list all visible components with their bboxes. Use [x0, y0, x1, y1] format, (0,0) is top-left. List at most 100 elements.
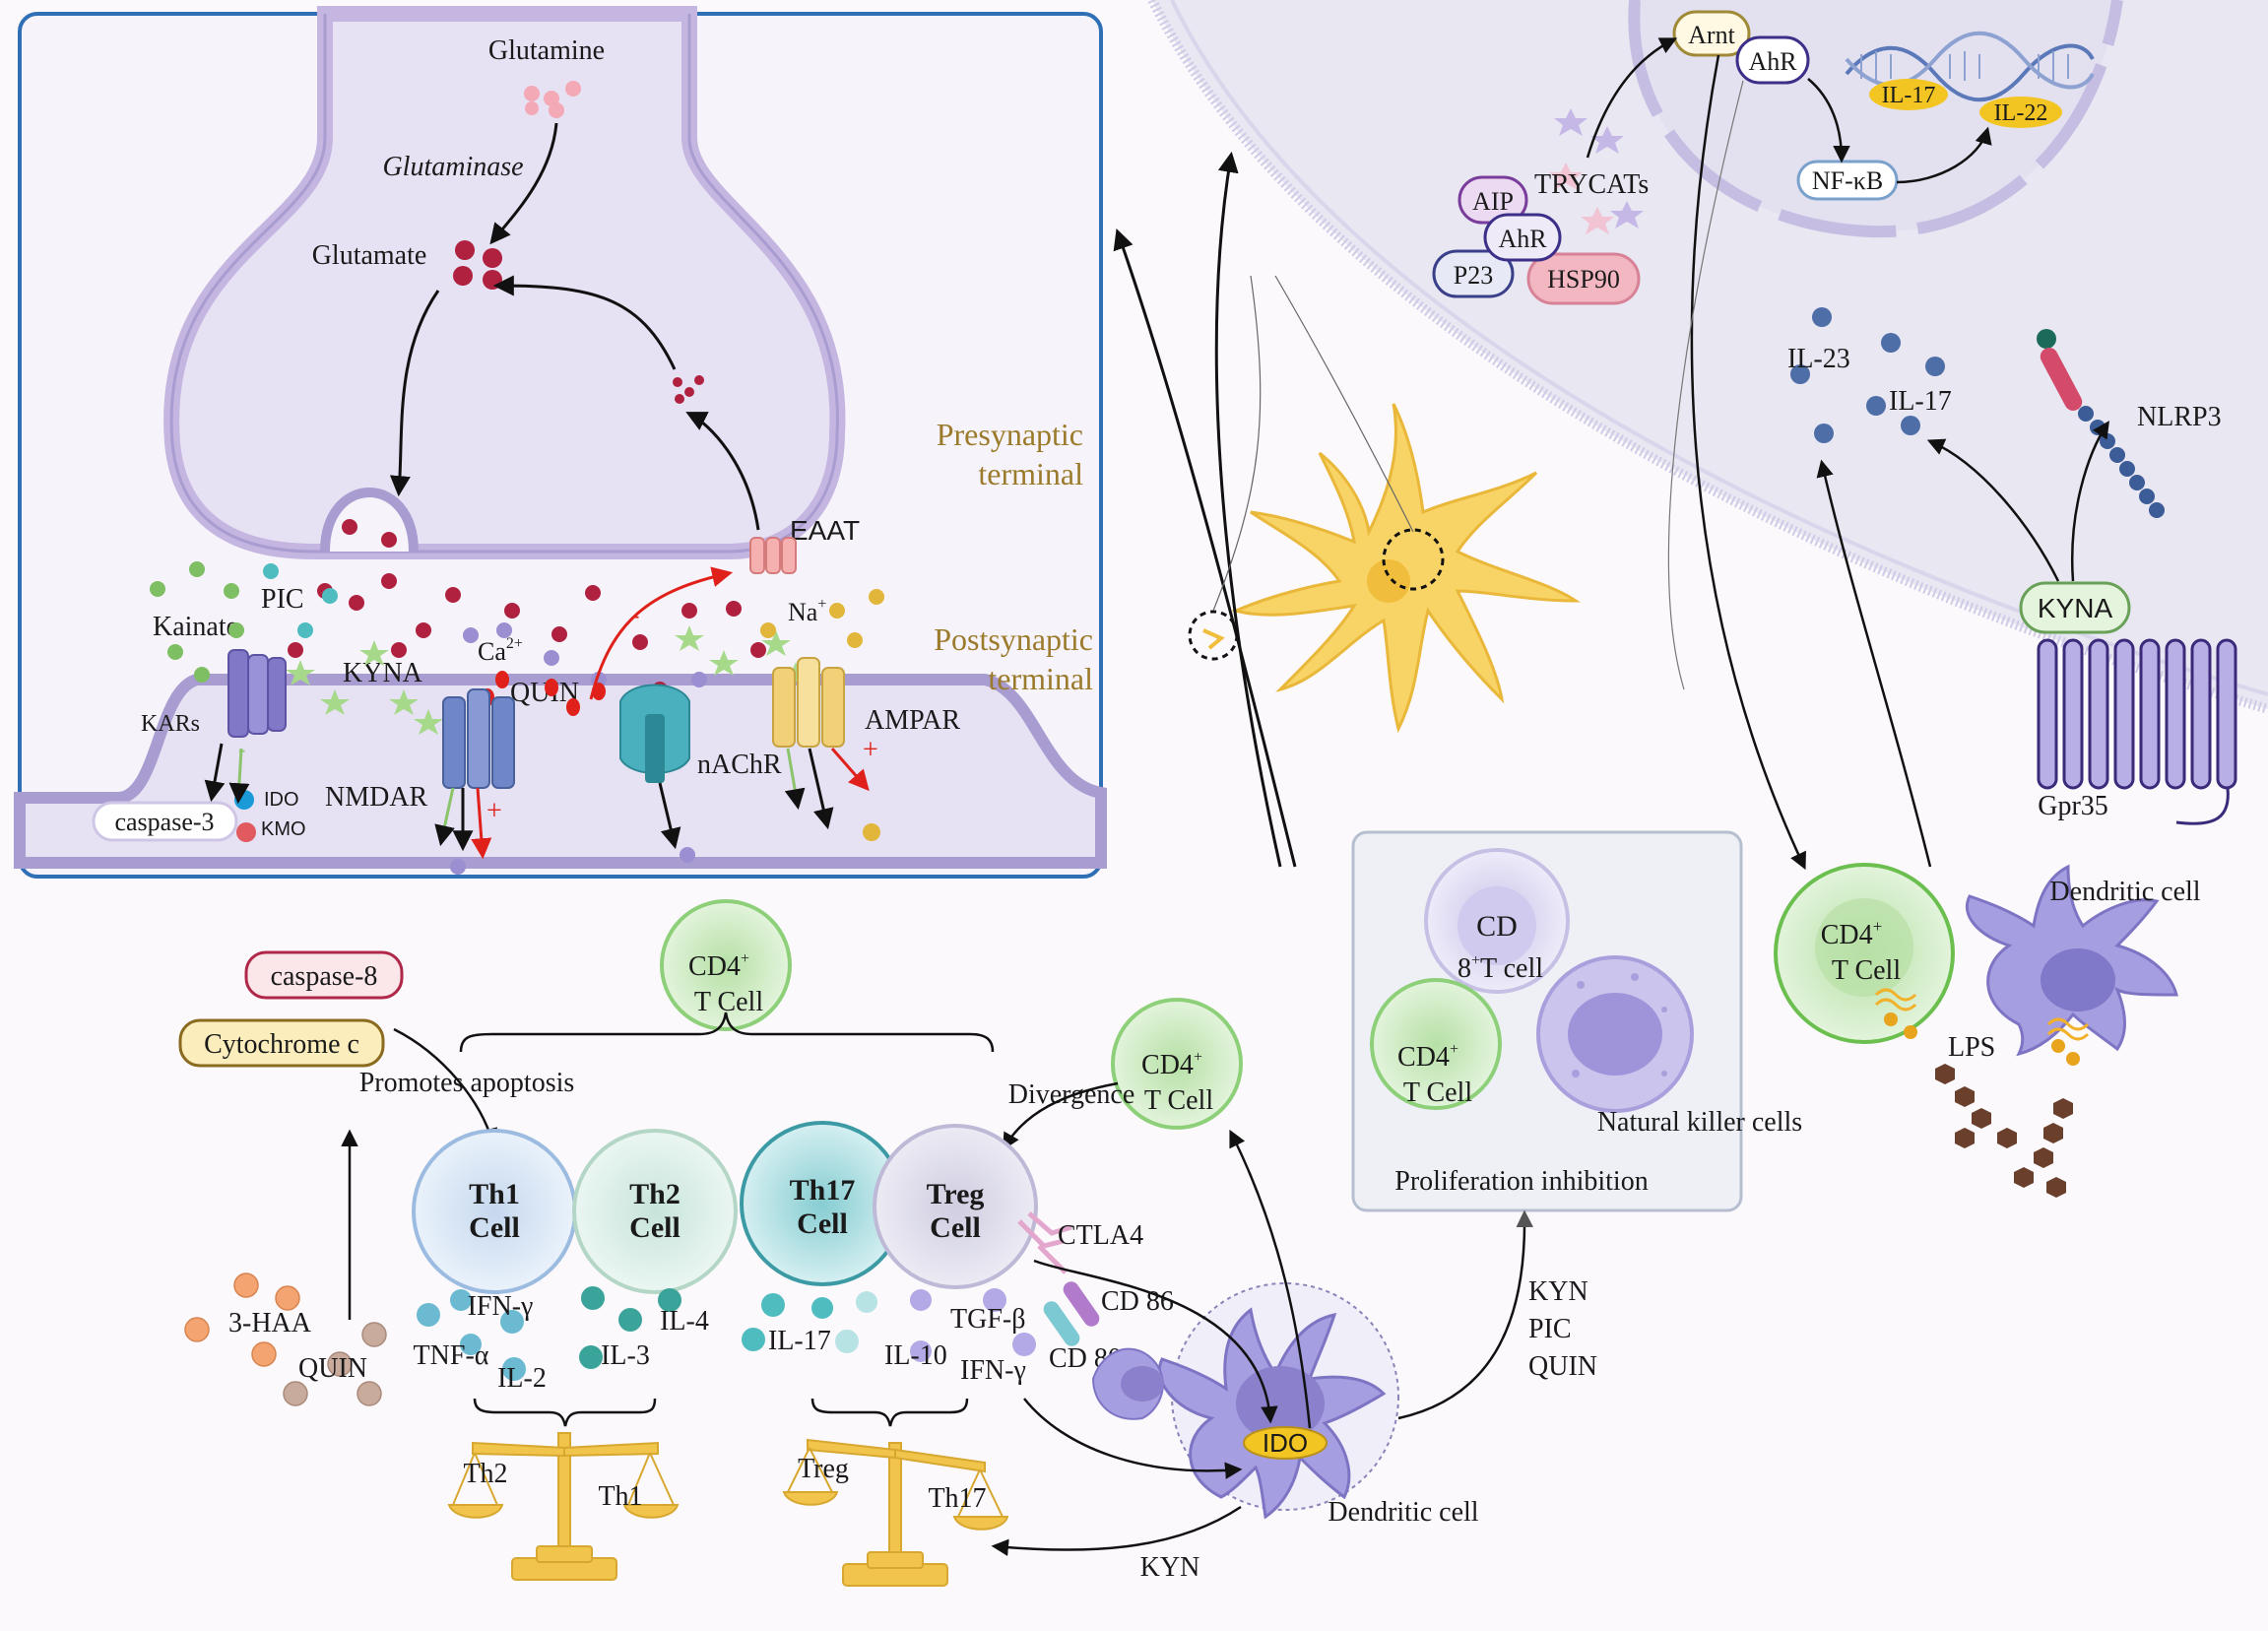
arnt-label: Arnt: [1688, 21, 1735, 49]
postsynaptic-label-1: Postsynaptic: [934, 621, 1093, 657]
cd4-mid-line1: CD4+: [1141, 1049, 1202, 1080]
ido-bottom-label: IDO: [1263, 1428, 1308, 1458]
treg-cell: Treg Cell: [873, 1124, 1038, 1289]
th17-treg-brace: [810, 1398, 969, 1427]
kainate-label: Kainate: [153, 612, 238, 642]
ca-text: Ca: [478, 637, 506, 666]
haa-quin-molecules: [184, 1272, 387, 1406]
ido-label-synapse: IDO: [264, 789, 299, 811]
cytochrome-c-label: Cytochrome c: [204, 1029, 359, 1060]
cd4-mid-line2: T Cell: [1144, 1085, 1213, 1116]
apoptosis-label: Promotes apoptosis: [359, 1068, 575, 1098]
cd4-mid-text: CD4: [1141, 1050, 1194, 1080]
cd4-right-text: CD4: [1821, 920, 1873, 950]
il17-il22-badges: IL-17 IL-22: [1869, 79, 2062, 128]
eaat-label: EAAT: [790, 515, 860, 546]
ca-sup: 2+: [506, 635, 523, 652]
kars-receptor: [227, 649, 287, 738]
cd4-right-line2: T Cell: [1832, 955, 1901, 986]
kars-label: KARs: [141, 711, 200, 737]
cd4-prolif-text: CD4: [1397, 1042, 1450, 1073]
cd8-sup: +: [1471, 952, 1480, 969]
ampar-label: AMPAR: [865, 705, 960, 736]
cd4-right-line1: CD4+: [1821, 917, 1883, 950]
cd4-top-sup: +: [741, 950, 749, 967]
tnfa-label: TNF-α: [414, 1340, 489, 1371]
cd4-top-line2: T Cell: [694, 987, 763, 1017]
kainate-molecules: [150, 561, 244, 683]
cd4-right-sup: +: [1873, 917, 1883, 936]
bal1-left-label: Th2: [463, 1459, 507, 1489]
dendritic-to-il23-arrow: [1816, 459, 1932, 868]
kyna-cell-label: KYNA: [2038, 593, 2113, 623]
ahr-complex: AIP AhR P23 HSP90: [1432, 175, 1641, 305]
postsynaptic-label-2: terminal: [988, 661, 1093, 696]
il23-label: IL-23: [1787, 344, 1850, 374]
cd4-prolif-sup: +: [1450, 1041, 1458, 1058]
nfkb-badge: NF-κB: [1796, 160, 1899, 201]
cd8-num: 8: [1458, 953, 1471, 984]
sodium-ions: [760, 589, 884, 841]
bottom-immune-arrows: [991, 1129, 1312, 1556]
gpr35-receptor: [2037, 638, 2237, 825]
cd4-tcell-top: CD4+ T Cell: [660, 899, 792, 1031]
ido-to-prolif-arrow: [1397, 1209, 1533, 1420]
astrocyte-zoom-circle: [1382, 528, 1445, 591]
arnt-badge: Arnt: [1672, 10, 1751, 57]
nlrp3-label: NLRP3: [2137, 402, 2222, 432]
treg-label-2: Cell: [930, 1211, 981, 1244]
balance-treg-th17: [782, 1438, 1009, 1587]
il22-nuclear-label: IL-22: [1994, 100, 2048, 126]
il2-label: IL-2: [497, 1363, 547, 1394]
kmo-dot-synapse: [236, 822, 256, 842]
cd4-prolif-line1: CD4+: [1397, 1041, 1458, 1073]
bal1-right-label: Th1: [598, 1481, 642, 1512]
ca-label: Ca2+: [478, 635, 523, 666]
cd80-molecule: [1043, 1301, 1080, 1346]
nk-label: Natural killer cells: [1597, 1107, 1802, 1138]
astrocyte-arrows: [1113, 151, 1297, 868]
quin-immune-label: QUIN: [298, 1353, 367, 1384]
proliferation-title: Proliferation inhibition: [1394, 1166, 1648, 1197]
il3-label: IL-3: [601, 1340, 650, 1371]
cd4-tcell-mid: CD4+ T Cell: [1111, 998, 1243, 1130]
presynaptic-label-1: Presynaptic: [937, 417, 1083, 452]
cd4-top-text: CD4: [688, 951, 741, 982]
p23-label: P23: [1454, 261, 1493, 290]
astrocyte-link-line-2: [1274, 275, 1414, 533]
ampar-plus-sign: +: [863, 735, 878, 765]
ifng-label: IFN-γ: [468, 1291, 534, 1322]
nfkb-label: NF-κB: [1812, 166, 1883, 195]
proliferation-box: CD 8+T cell CD4+ T Cell Natural killer c…: [1351, 830, 1802, 1212]
th17-treg-cytokines: [742, 1288, 1036, 1362]
il4-label: IL-4: [660, 1306, 709, 1337]
lps-molecules: [1874, 988, 2090, 1198]
cd86-label: CD 86: [1101, 1286, 1174, 1317]
cell-membrane-region: [1147, 0, 2268, 714]
ahr-link-line: [1667, 80, 1744, 690]
na-sup: +: [817, 596, 826, 613]
kyna-label: KYNA: [343, 658, 423, 688]
nmdar-receptor: [442, 688, 515, 789]
trycats-label: TRYCATs: [1534, 169, 1649, 200]
th17-label-1: Th17: [790, 1174, 856, 1207]
il10-label: IL-10: [884, 1340, 947, 1371]
dendritic-right-label: Dendritic cell: [2049, 877, 2200, 907]
glutamine-molecules: [524, 81, 581, 118]
lps-label: LPS: [1948, 1032, 1995, 1063]
cd4-tcell-right: CD4+ T Cell: [1774, 863, 1955, 1044]
pic-molecules: [263, 563, 338, 638]
il17-immune-label: IL-17: [768, 1326, 831, 1356]
astrocyte-link-line: [1212, 275, 1262, 612]
th1-label-2: Cell: [469, 1211, 520, 1244]
cytochrome-c-badge: Cytochrome c: [178, 1018, 385, 1068]
il17-cell-label: IL-17: [1889, 386, 1952, 417]
aip-label: AIP: [1472, 187, 1514, 216]
synapse-inhibit-arrows: [228, 748, 806, 847]
hsp90-label: HSP90: [1547, 265, 1620, 294]
nmdar-plus-sign: +: [486, 796, 502, 826]
th1-th2-brace: [473, 1398, 657, 1427]
na-text: Na: [788, 598, 818, 626]
il17-nuclear-label: IL-17: [1882, 83, 1936, 108]
